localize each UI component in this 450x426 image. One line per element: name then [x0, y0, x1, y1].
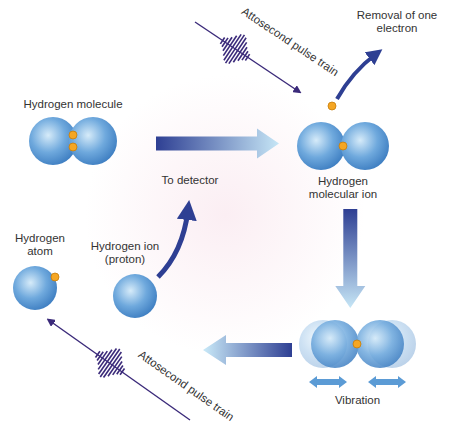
pulse-stroke: [99, 349, 117, 374]
background-glow: [85, 75, 365, 355]
pulse-stroke: [120, 368, 124, 374]
particle-node: Hydrogen ion (proton): [80, 240, 170, 321]
particle-label: Hydrogen ion (proton): [84, 240, 166, 266]
pulse-stroke: [245, 54, 249, 60]
pulse-packet: [88, 340, 132, 385]
particle-label: Vibration: [335, 394, 380, 407]
particle-drawing: [283, 117, 403, 175]
process-arrow: [156, 129, 279, 159]
removed-electron: [328, 102, 336, 110]
pulse-stroke: [223, 36, 236, 56]
pulse-stroke: [229, 38, 246, 64]
particle-node: Hydrogen molecule: [8, 98, 138, 171]
particle-drawing: [295, 312, 420, 394]
pulse-stroke: [98, 350, 112, 370]
pulse-stroke: [108, 357, 122, 377]
pulse-stroke: [104, 352, 122, 377]
pulse-stroke: [233, 42, 246, 62]
detector-arrow: [158, 210, 188, 277]
particle-label: Hydrogen atom: [9, 232, 71, 258]
pulse-label: Attosecond pulse train: [239, 5, 341, 79]
process-arrow: [335, 209, 365, 308]
removal-arrow: [337, 54, 376, 99]
particle-node: Vibration: [295, 312, 420, 407]
pulse-stroke: [224, 34, 241, 60]
flow-arrow: [203, 335, 292, 365]
particle-label: Hydrogen molecular ion: [301, 175, 386, 201]
particle-node: Hydrogen molecular ion: [283, 117, 403, 201]
particle-label: Hydrogen molecule: [23, 98, 122, 111]
particle-drawing: [8, 111, 138, 171]
particle-drawing: [80, 266, 170, 321]
particle-node: Hydrogen atom: [5, 232, 75, 313]
annotation: To detector: [162, 174, 219, 187]
annotation: Removal of one electron: [350, 9, 445, 35]
pulse-packet: [213, 27, 257, 72]
particle-drawing: [5, 258, 75, 313]
